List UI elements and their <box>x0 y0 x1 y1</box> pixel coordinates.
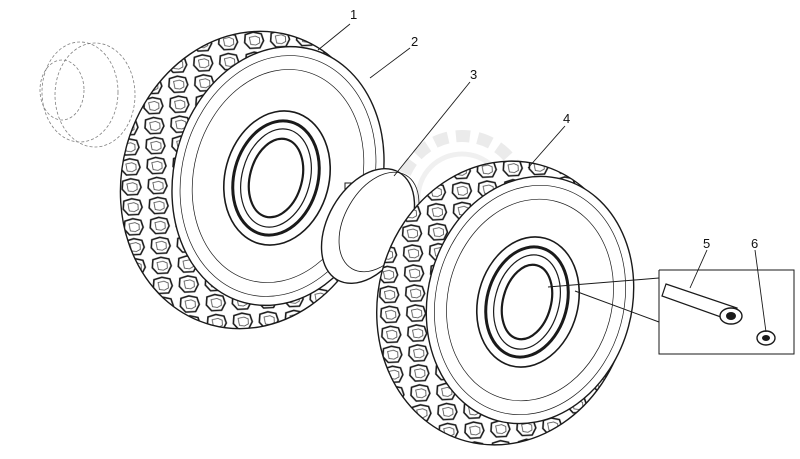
callout-2: 2 <box>411 34 418 49</box>
callout-labels: 1 2 3 4 5 6 <box>350 7 758 251</box>
leader-4 <box>527 125 566 169</box>
part-5-hole <box>726 312 736 320</box>
tire-2 <box>376 160 635 446</box>
leader-lines <box>317 23 767 333</box>
callout-1: 1 <box>350 7 357 22</box>
leader-6 <box>754 249 767 333</box>
callout-3: 3 <box>470 67 477 82</box>
leader-2 <box>369 47 411 79</box>
leader-3 <box>393 81 471 177</box>
callout-6: 6 <box>751 236 758 251</box>
parts-panel <box>658 269 795 355</box>
explode-wedge <box>547 277 660 323</box>
leader-5 <box>689 249 708 289</box>
leader-1 <box>317 23 351 51</box>
callout-4: 4 <box>563 111 570 126</box>
rim-sketch <box>39 41 136 148</box>
part-6-core <box>762 335 770 341</box>
callout-5: 5 <box>703 236 710 251</box>
